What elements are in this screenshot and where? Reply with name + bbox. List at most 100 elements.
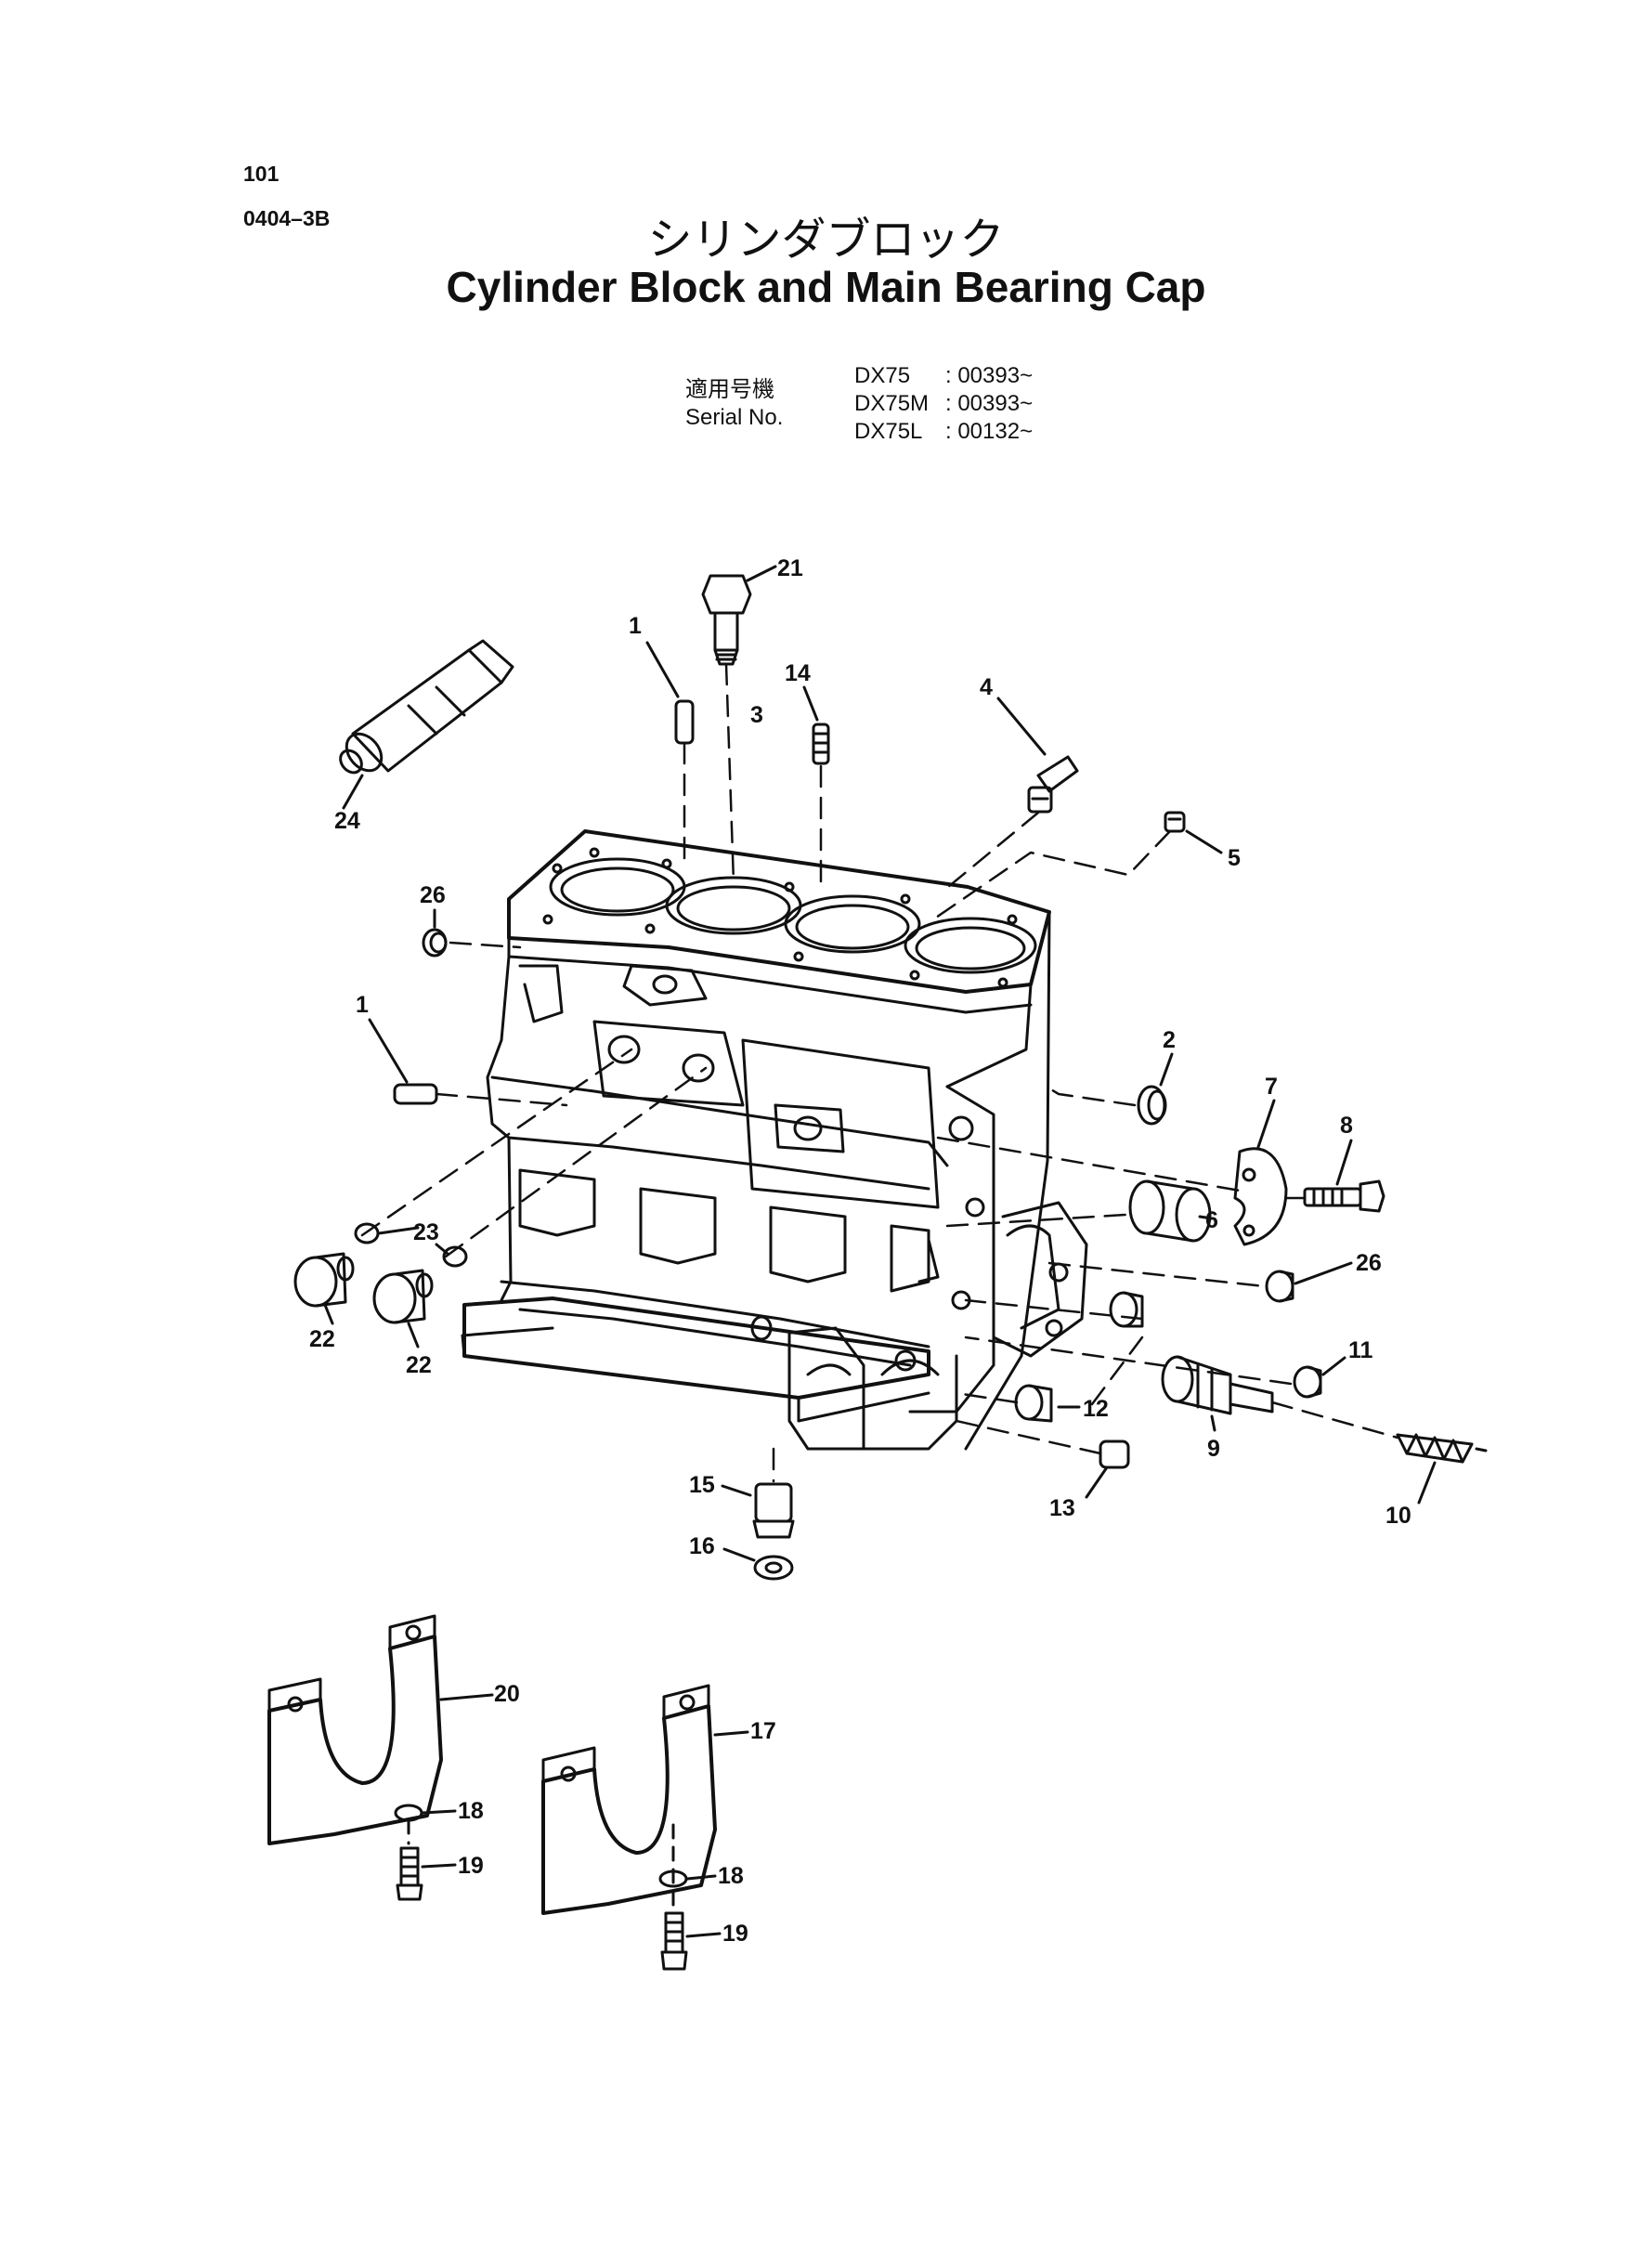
callout-17: 17: [750, 1718, 776, 1744]
leader-line: [377, 1226, 420, 1235]
part-1-dowel-left: [393, 1083, 438, 1105]
callout-18-right: 18: [718, 1863, 744, 1889]
part-20-main-bearing-cap: [267, 1614, 443, 1845]
part-22-plug-left: [293, 1252, 355, 1308]
leader-line: [407, 1322, 420, 1348]
leader-line: [746, 565, 777, 582]
callout-2: 2: [1163, 1027, 1176, 1053]
callout-13: 13: [1049, 1495, 1075, 1521]
callout-22-left: 22: [309, 1326, 335, 1352]
callout-14: 14: [785, 660, 811, 686]
leader-line: [1321, 1356, 1346, 1376]
serial-models: DX75 : 00393~ DX75M : 00393~ DX75L : 001…: [854, 362, 1068, 446]
callout-26-left: 26: [420, 882, 446, 908]
assembly-lines: [360, 662, 1399, 1483]
part-16-washer: [753, 1555, 794, 1581]
part-6-bushing: [1128, 1179, 1212, 1243]
callout-1-left: 1: [356, 992, 369, 1018]
part-5-plug: [1164, 811, 1186, 833]
leader-line: [421, 1809, 457, 1815]
leader-line: [685, 1932, 722, 1938]
model-name: DX75L: [854, 419, 923, 444]
model-name: DX75M: [854, 391, 930, 416]
callout-5: 5: [1228, 845, 1241, 871]
part-13-pin: [1099, 1440, 1130, 1469]
part-24-sealant-tube: [339, 639, 514, 775]
callout-12: 12: [1083, 1396, 1109, 1422]
part-8-bolt: [1303, 1179, 1385, 1213]
catalog-code: 0404–3B: [243, 206, 331, 230]
leader-line: [1210, 1414, 1216, 1432]
title-english: Cylinder Block and Main Bearing Cap: [446, 263, 1206, 311]
leader-line: [435, 1243, 449, 1256]
callout-26-right: 26: [1356, 1250, 1382, 1276]
leader-line: [1256, 1099, 1276, 1149]
part-4-breather: [1027, 755, 1079, 814]
part-21-plug: [701, 574, 752, 666]
part-19-bolt-left: [396, 1846, 423, 1901]
part-2-plug: [1137, 1085, 1167, 1126]
callout-labels: 21 1 14 3 4 5 24 26 1 2 7 8 6 26 11 12 9…: [309, 555, 1411, 1947]
part-22-plug-right: [372, 1269, 434, 1324]
part-7-plate: [1233, 1147, 1288, 1246]
part-14-stud: [812, 723, 830, 765]
leader-line: [1159, 1052, 1174, 1087]
callout-6: 6: [1205, 1207, 1218, 1233]
callout-22-right: 22: [406, 1352, 432, 1378]
callout-19-right: 19: [722, 1921, 748, 1947]
serial-label-jp: 適用号機: [685, 377, 774, 402]
callout-16: 16: [689, 1533, 715, 1559]
callout-19-left: 19: [458, 1853, 484, 1879]
leader-line: [421, 1863, 457, 1869]
model-serial: : 00393~: [945, 391, 1034, 416]
leader-line: [1294, 1261, 1353, 1285]
part-12-bushing: [1014, 1384, 1053, 1423]
model-serial: : 00393~: [945, 363, 1034, 388]
leader-line: [1335, 1139, 1353, 1186]
cylinder-block: [461, 829, 1088, 1451]
callout-3: 3: [750, 702, 763, 728]
callout-7: 7: [1265, 1074, 1278, 1100]
part-11-plug: [1293, 1365, 1322, 1399]
leader-line: [721, 1484, 752, 1497]
serial-row: DX75M : 00393~: [854, 390, 1068, 418]
part-19-bolt-right: [660, 1911, 688, 1971]
callout-1-top: 1: [629, 613, 642, 639]
part-26-plug-left: [422, 928, 448, 958]
leader-line: [802, 685, 819, 722]
model-serial: : 00132~: [945, 419, 1034, 444]
leader-line: [722, 1547, 756, 1562]
callout-21: 21: [777, 555, 803, 581]
part-15-drain-plug: [752, 1482, 795, 1539]
callout-23: 23: [413, 1219, 439, 1245]
callout-8: 8: [1340, 1113, 1353, 1139]
part-23-o-rings: [354, 1222, 468, 1268]
leader-line: [685, 1874, 717, 1881]
leader-line: [1198, 1215, 1214, 1220]
leader-line: [1185, 829, 1223, 854]
leader-line: [1417, 1461, 1437, 1505]
leader-line: [1085, 1466, 1109, 1499]
part-9-valve: [1161, 1355, 1274, 1415]
callout-11: 11: [1348, 1337, 1373, 1363]
part-1-dowel-top: [674, 699, 695, 745]
leader-line: [645, 641, 680, 698]
serial-label-en: Serial No.: [685, 405, 784, 430]
serial-row: DX75L : 00132~: [854, 418, 1068, 446]
callout-15: 15: [689, 1472, 715, 1498]
leader-line: [342, 774, 364, 810]
callout-9: 9: [1207, 1436, 1220, 1462]
leader-line: [439, 1693, 494, 1701]
page-number: 101: [243, 162, 280, 186]
serial-row: DX75 : 00393~: [854, 362, 1068, 390]
part-26-plug-right: [1265, 1270, 1294, 1303]
title-japanese: シリンダブロック: [647, 214, 1005, 266]
part-17-main-bearing-cap: [541, 1684, 717, 1915]
bushing: [1109, 1291, 1144, 1328]
callout-4: 4: [980, 674, 993, 700]
callout-20: 20: [494, 1681, 520, 1707]
leader-line: [368, 1018, 409, 1084]
leader-line: [323, 1303, 334, 1325]
model-name: DX75: [854, 363, 911, 388]
